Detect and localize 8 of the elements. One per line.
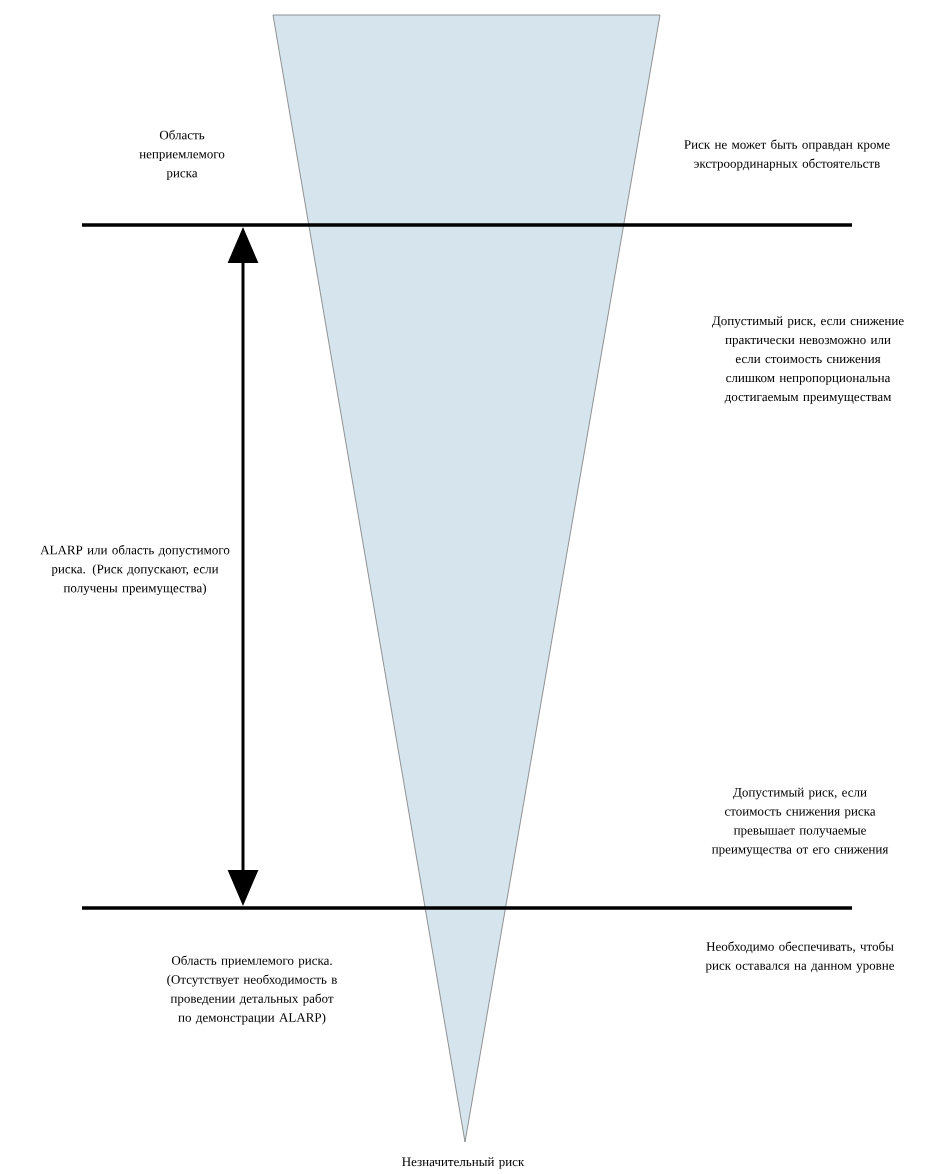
region-label: Область приемлемого риска. (Отсутствует необходимость в проведении детальных работ по демонстрации ALARP) (167, 955, 337, 1025)
region-label: Риск не может быть оправдан кроме экстроординарных обстоятельств (684, 139, 890, 171)
region-label: Допустимый риск, если снижение практически невозможно или если стоимость снижения слишком непропорциональна достигаемым преимуществам (712, 316, 904, 404)
region-label: Область неприемлемого риска (139, 129, 225, 181)
region-label: Незначительный риск (402, 1157, 525, 1169)
region-label: ALARP или область допустимого риска. (Риск допускают, если получены преимущества) (40, 544, 230, 596)
region-label: Допустимый риск, если стоимость снижения риска превышает получаемые преимущества от его снижения (711, 787, 889, 857)
region-label: Необходимо обеспечивать, чтобы риск оставался на данном уровне (705, 941, 895, 973)
